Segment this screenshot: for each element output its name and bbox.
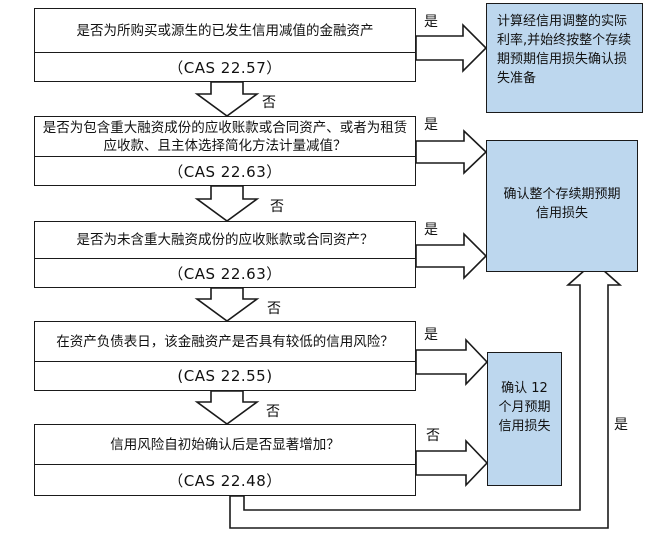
label-no-1: 否 xyxy=(262,95,276,111)
label-yes-1: 是 xyxy=(424,14,438,30)
question-box-2: 是否为包含重大融资成份的应收账款或合同资产、或者为租赁应收款、且主体选择简化方法… xyxy=(34,116,416,186)
yes-arrow-1 xyxy=(415,23,488,73)
no-arrow-1 xyxy=(194,81,260,117)
yes-arrow-3 xyxy=(415,232,488,280)
result-12-month-ecl: 确认 12 个月预期信用损失 xyxy=(487,352,562,486)
label-yes-2: 是 xyxy=(424,117,438,133)
no-arrow-3 xyxy=(194,287,260,322)
yes-loop-arrow xyxy=(229,260,623,529)
question-text: 信用风险自初始确认后是否显著增加？ xyxy=(35,425,415,465)
label-no-3: 否 xyxy=(267,301,281,317)
yes-arrow-4 xyxy=(415,338,489,386)
label-no-5: 否 xyxy=(426,428,440,444)
result-lifetime-ecl: 确认整个存续期预期信用损失 xyxy=(486,140,638,272)
label-yes-4: 是 xyxy=(424,327,438,343)
cas-reference: （CAS 22.63） xyxy=(168,162,282,181)
cas-reference: （CAS 22.57） xyxy=(168,58,282,77)
no-arrow-2 xyxy=(194,185,260,222)
question-box-3: 是否为未含重大融资成份的应收账款或合同资产？ （CAS 22.63） xyxy=(34,221,416,288)
question-text: 是否为所购买或源生的已发生信用减值的金融资产 xyxy=(35,9,415,53)
question-text: 在资产负债表日，该金融资产是否具有较低的信用风险？ xyxy=(35,322,415,362)
question-box-1: 是否为所购买或源生的已发生信用减值的金融资产 （CAS 22.57） xyxy=(34,8,416,82)
no-arrow-5 xyxy=(415,439,489,487)
question-text: 是否为包含重大融资成份的应收账款或合同资产、或者为租赁应收款、且主体选择简化方法… xyxy=(35,117,415,157)
cas-reference: （CAS 22.63） xyxy=(168,264,282,283)
result-credit-adjusted: 计算经信用调整的实际利率,并始终按整个存续期预期信用损失确认损失准备 xyxy=(486,3,643,113)
label-no-4: 否 xyxy=(266,404,280,420)
no-arrow-4 xyxy=(194,390,260,425)
cas-reference: (CAS 22.55) xyxy=(177,367,273,385)
yes-arrow-2 xyxy=(415,129,488,175)
question-box-5: 信用风险自初始确认后是否显著增加？ （CAS 22.48） xyxy=(34,424,416,496)
question-text: 是否为未含重大融资成份的应收账款或合同资产？ xyxy=(35,222,415,259)
label-yes-loop: 是 xyxy=(614,417,628,433)
question-box-4: 在资产负债表日，该金融资产是否具有较低的信用风险？ (CAS 22.55) xyxy=(34,321,416,391)
label-no-2: 否 xyxy=(270,199,284,215)
cas-reference: （CAS 22.48） xyxy=(168,471,282,490)
label-yes-3: 是 xyxy=(424,222,438,238)
